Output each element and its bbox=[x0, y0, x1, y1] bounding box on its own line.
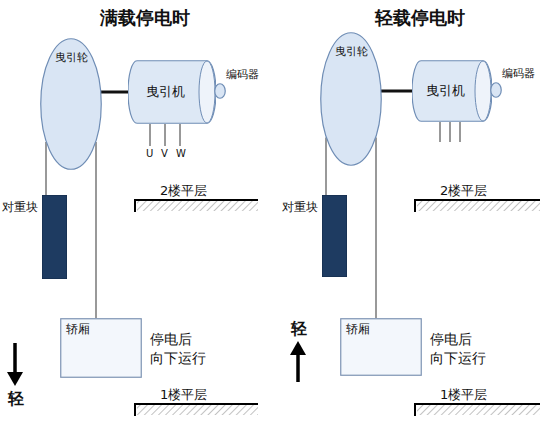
floor-2f-left bbox=[135, 200, 258, 212]
counterweight-outline bbox=[42, 195, 67, 279]
title: 轻载停电时 bbox=[375, 6, 465, 30]
traction-sheave-label: 曳引轮 bbox=[40, 50, 102, 65]
counterweight-label: 对重块 bbox=[2, 199, 38, 216]
elevator-car: 轿厢 bbox=[60, 318, 142, 378]
traction-machine-label: 曳引机 bbox=[412, 82, 478, 100]
direction-label: 轻 bbox=[291, 319, 307, 340]
encoder: 编码器 bbox=[214, 83, 226, 99]
pin-label: U bbox=[146, 148, 153, 159]
floor-1f-left bbox=[135, 404, 258, 416]
traction-machine: 曳引机 bbox=[412, 60, 492, 122]
hoist-rope bbox=[376, 138, 377, 318]
floor-label: 1楼平层 bbox=[160, 386, 207, 404]
traction-machine-label: 曳引机 bbox=[128, 83, 202, 101]
hoist-rope bbox=[46, 142, 47, 195]
elevator-car: 轿厢 bbox=[340, 318, 422, 376]
encoder-label: 编码器 bbox=[502, 66, 535, 81]
motor-wires bbox=[150, 122, 460, 146]
traction-sheave-label: 曳引轮 bbox=[320, 44, 382, 59]
direction-label: 轻 bbox=[8, 389, 24, 410]
counterweight: 对重块 bbox=[42, 195, 67, 279]
elevator-car-label: 轿厢 bbox=[66, 321, 90, 338]
pin-label: W bbox=[176, 148, 186, 159]
floor-2f-right bbox=[415, 200, 540, 212]
elevator-car-label: 轿厢 bbox=[346, 321, 370, 338]
status-note: 停电后 向下运行 bbox=[430, 330, 486, 368]
encoder-outline bbox=[490, 82, 502, 98]
drive-shaft bbox=[100, 92, 130, 93]
floor-label: 2楼平层 bbox=[160, 182, 207, 200]
status-note: 停电后 向下运行 bbox=[150, 330, 206, 368]
traction-sheave: 曳引轮 bbox=[320, 32, 382, 166]
counterweight-outline bbox=[322, 195, 347, 277]
hoist-rope bbox=[96, 142, 97, 318]
pin-label: V bbox=[161, 148, 168, 159]
direction-arrow-up bbox=[290, 341, 306, 382]
drive-shaft bbox=[381, 91, 414, 92]
direction-arrow-down bbox=[7, 343, 23, 386]
encoder-outline bbox=[214, 83, 226, 99]
counterweight: 对重块 bbox=[322, 195, 347, 277]
title: 满载停电时 bbox=[100, 6, 190, 30]
traction-machine: 曳引机 bbox=[128, 60, 216, 124]
encoder: 编码器 bbox=[490, 82, 502, 98]
traction-sheave: 曳引轮 bbox=[40, 38, 102, 170]
encoder-label: 编码器 bbox=[226, 67, 259, 82]
counterweight-label: 对重块 bbox=[282, 199, 318, 216]
floor-label: 2楼平层 bbox=[440, 182, 487, 200]
floor-label: 1楼平层 bbox=[440, 386, 487, 404]
hoist-rope bbox=[326, 138, 327, 195]
floor-1f-right bbox=[415, 404, 540, 416]
